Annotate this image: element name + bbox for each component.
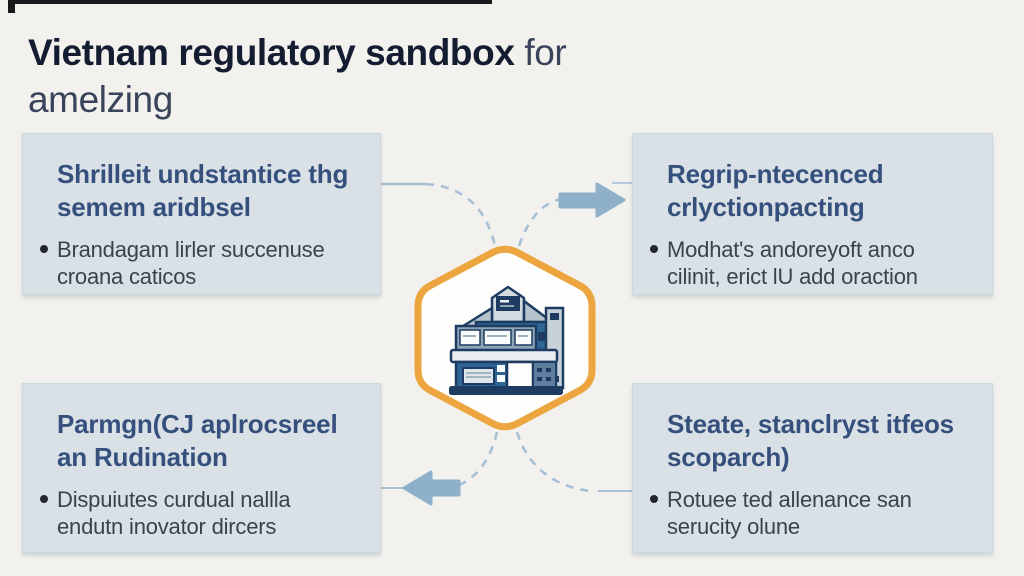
top-edge-notch: [8, 0, 15, 13]
card-heading: Shrilleit undstantice thg semem aridbsel: [57, 159, 349, 222]
bullet-item: Dispuiutes curdual nallla endutn inovato…: [40, 486, 362, 540]
card-heading: Regrip-ntecenced crlyctionpacting: [667, 159, 884, 222]
bullet-dot: [40, 245, 48, 253]
top-edge-artifact: [10, 0, 492, 4]
title-line2: amelzing: [28, 78, 173, 120]
card-top-right: Regrip-ntecenced crlyctionpacting Modhat…: [632, 133, 993, 295]
card-bottom-right: Steate, stanclryst itfeos scoparch) Rotu…: [632, 383, 993, 553]
bullet-item: Rotuee ted allenance san serucity olune: [650, 486, 974, 540]
connector-top-right: [517, 182, 633, 247]
title-bold-part: Vietnam regulatory sandbox: [28, 31, 515, 73]
card-heading: Parmgn(CJ aplrocsreel an Rudination: [57, 409, 338, 472]
bullet-dot: [650, 245, 658, 253]
bullet-text: Dispuiutes curdual nallla endutn inovato…: [57, 487, 291, 539]
card-heading: Steate, stanclryst itfeos scoparch): [667, 409, 954, 472]
building-icon: [449, 285, 565, 395]
arrow-right-icon: [558, 182, 626, 218]
bullet-text: Modhat's andoreyoft anco cilinit, erict …: [667, 237, 918, 289]
card-bottom-left: Parmgn(CJ aplrocsreel an Rudination Disp…: [22, 383, 381, 553]
bullet-item: Modhat's andoreyoft anco cilinit, erict …: [650, 236, 974, 290]
card-top-left: Shrilleit undstantice thg semem aridbsel…: [22, 133, 381, 295]
title-light-part: for: [514, 31, 567, 73]
bullet-text: Brandagam lirler succenuse croana catico…: [57, 237, 325, 289]
bullet-dot: [650, 495, 658, 503]
connector-bottom-left: [381, 431, 499, 506]
page-title: Vietnam regulatory sandbox for amelzing: [28, 29, 728, 123]
bullet-dot: [40, 495, 48, 503]
bullet-text: Rotuee ted allenance san serucity olune: [667, 487, 912, 539]
arrow-left-icon: [402, 470, 461, 506]
connector-top-left: [381, 182, 497, 247]
connector-bottom-right: [515, 431, 633, 493]
bullet-item: Brandagam lirler succenuse croana catico…: [40, 236, 362, 290]
